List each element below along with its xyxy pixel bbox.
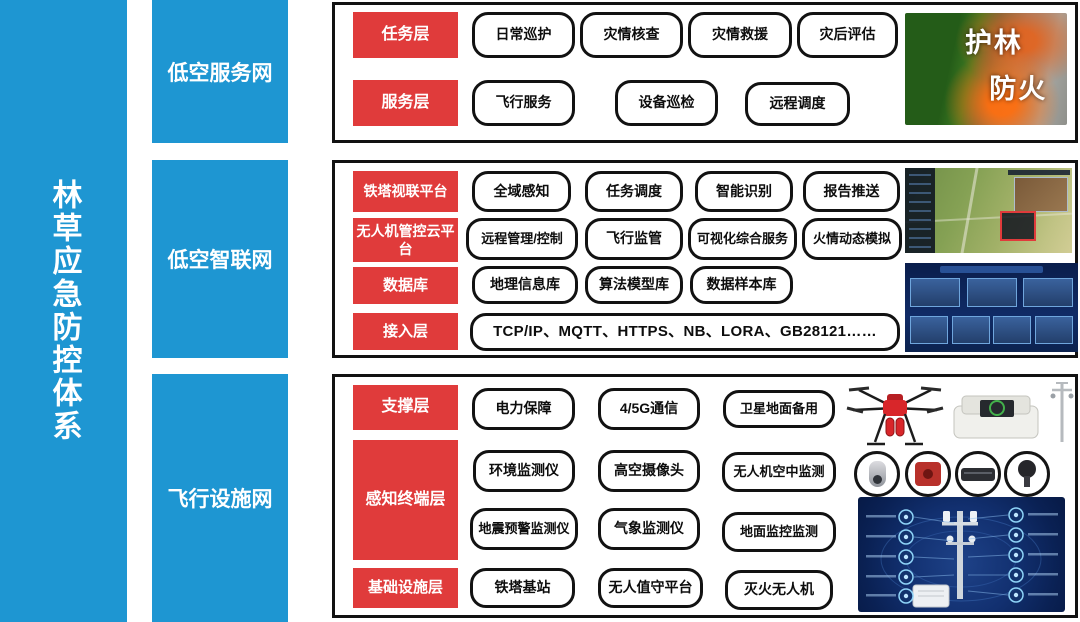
pill: 气象监测仪 [598, 508, 700, 550]
pill: 电力保障 [472, 388, 575, 430]
map-sidebar [905, 168, 935, 253]
pill: 灭火无人机 [725, 570, 833, 610]
access-protocols-pill: TCP/IP、MQTT、HTTPS、NB、LORA、GB28121…… [470, 313, 900, 351]
system-title: 林草应急防控体系 [47, 179, 81, 443]
dashboard-thumb-row [910, 278, 1073, 307]
pill: 任务调度 [585, 171, 683, 212]
pill: 数据样本库 [690, 266, 793, 304]
pill: 铁塔基站 [470, 568, 575, 608]
network-bar-label: 低空智联网 [167, 249, 273, 272]
surveillance-camera-photo [1004, 451, 1050, 497]
dashboard-thumb-row [910, 316, 1073, 344]
smart-tower-graphic [866, 507, 1058, 608]
network-bar-facility: 飞行设施网 [152, 374, 288, 622]
layer-label: 基础设施层 [353, 568, 458, 608]
map-inset-image [1014, 177, 1068, 212]
thermal-camera-icon [915, 462, 941, 486]
pill: 报告推送 [803, 171, 900, 212]
system-title-bar: 林草应急防控体系 [0, 0, 127, 622]
video-thumbnail [910, 278, 960, 307]
pill: 日常巡护 [472, 12, 575, 58]
pill: 火情动态模拟 [802, 218, 902, 260]
layer-label: 任务层 [353, 12, 458, 58]
pill: 无人值守平台 [598, 568, 703, 608]
pill: 远程管理/控制 [466, 218, 578, 260]
pill: 4/5G通信 [598, 388, 700, 430]
fire-drone-image [846, 386, 944, 446]
network-bar-label: 低空服务网 [167, 61, 273, 85]
network-bar-label: 飞行设施网 [167, 488, 273, 511]
pill: 无人机空中监测 [722, 452, 836, 492]
dashboard-title-bar [939, 266, 1044, 273]
gimbal-camera-icon [868, 461, 886, 487]
photo-caption-line1: 护林 [964, 27, 1023, 58]
map-toolbar [1008, 170, 1070, 175]
video-thumbnail [993, 316, 1032, 344]
network-bar-intelligent: 低空智联网 [152, 160, 288, 358]
layer-label: 接入层 [353, 313, 458, 350]
map-platform-screenshot [905, 168, 1072, 253]
surveillance-camera-icon [1018, 460, 1036, 487]
network-bar-service: 低空服务网 [152, 0, 288, 143]
map-road [960, 168, 980, 253]
layer-label: 数据库 [353, 267, 458, 304]
linear-device-photo [955, 451, 1001, 497]
video-thumbnail [1034, 316, 1073, 344]
map-alert-box [1000, 210, 1037, 241]
pill: 智能识别 [695, 171, 793, 212]
video-dashboard-screenshot [905, 263, 1078, 352]
layer-label: 服务层 [353, 80, 458, 126]
thermal-camera-photo [905, 451, 951, 497]
pill: 远程调度 [745, 82, 850, 126]
pill: 地面监控监测 [722, 512, 836, 552]
layer-label: 铁塔视联平台 [353, 171, 458, 212]
pill: 卫星地面备用 [723, 390, 835, 428]
layer-label: 支撑层 [353, 385, 458, 430]
pill: 飞行服务 [472, 80, 575, 126]
video-thumbnail [966, 278, 1017, 307]
video-thumbnail [951, 316, 990, 344]
pill: 全域感知 [472, 171, 571, 212]
pill: 设备巡检 [615, 80, 718, 126]
drone-dock-image [953, 382, 1074, 442]
pill: 地震预警监测仪 [470, 508, 578, 550]
pill: 飞行监管 [585, 218, 683, 260]
smart-tower-diagram [858, 497, 1065, 612]
video-thumbnail [910, 316, 948, 344]
pill: 环境监测仪 [473, 450, 575, 492]
pill: 灾后评估 [797, 12, 898, 58]
pill: 算法模型库 [585, 266, 683, 304]
video-thumbnail [1023, 278, 1073, 307]
layer-label: 感知终端层 [353, 440, 458, 560]
linear-device-icon [961, 467, 995, 481]
gimbal-camera-photo [854, 451, 900, 497]
pill: 灾情救援 [688, 12, 792, 58]
pill: 高空摄像头 [598, 450, 700, 492]
forest-fire-photo: 护林 防火 [905, 13, 1067, 125]
pill: 地理信息库 [472, 266, 578, 304]
pill: 灾情核查 [580, 12, 683, 58]
pill: 可视化综合服务 [688, 218, 797, 260]
photo-caption-line2: 防火 [989, 73, 1048, 104]
layer-label: 无人机管控云平台 [353, 218, 458, 262]
